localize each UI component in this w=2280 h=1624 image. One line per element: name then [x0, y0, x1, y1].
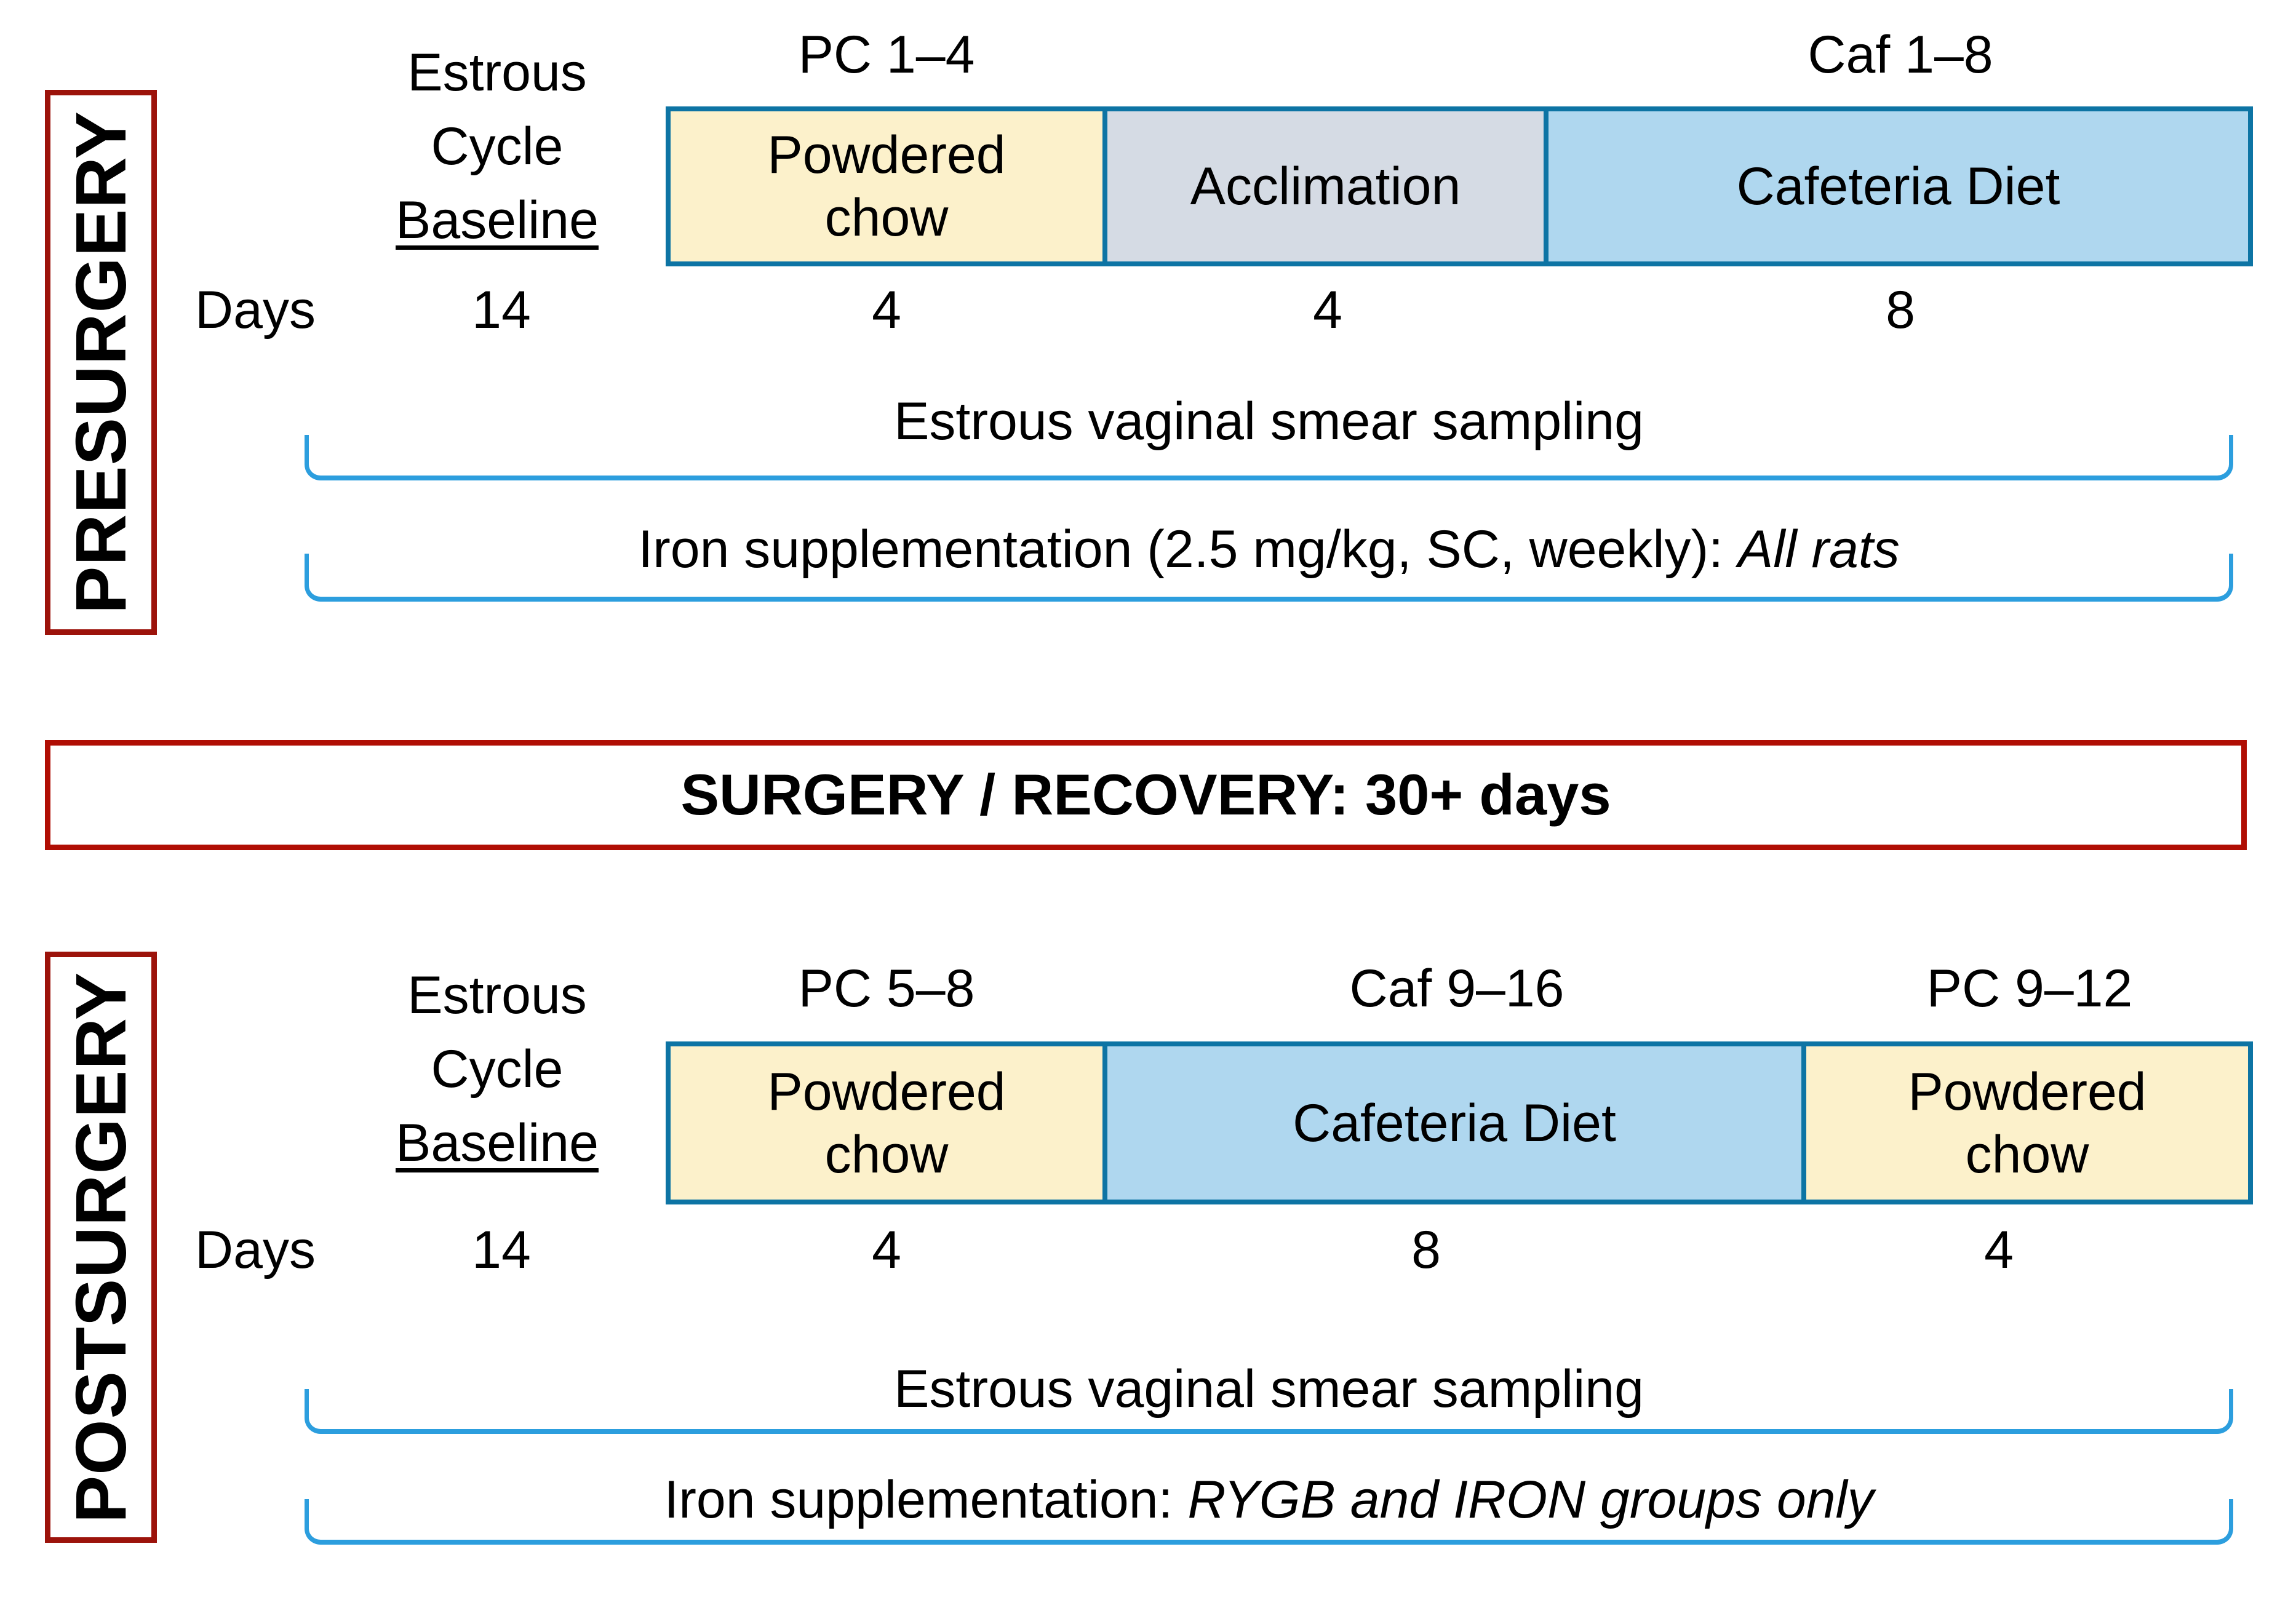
postsurgery-iron-bracket-label: Iron supplementation: RYGB and IRON grou…: [305, 1468, 2233, 1532]
postsurgery-pc2-range-label: PC 9–12: [1926, 959, 2133, 1018]
presurgery-timeline-row: Powdered chow Acclimation Cafeteria Diet: [666, 106, 2253, 266]
postsurgery-cafeteria-diet-box: Cafeteria Diet: [1107, 1041, 1806, 1204]
presurgery-cafeteria-diet-box: Cafeteria Diet: [1549, 106, 2253, 266]
presurgery-smear-bracket-label: Estrous vaginal smear sampling: [894, 392, 1644, 451]
postsurgery-section-box: POSTSURGERY: [45, 952, 157, 1543]
postsurgery-timeline-row: Powdered chow Cafeteria Diet Powdered ch…: [666, 1041, 2253, 1204]
postsurgery-powdered-chow-box-2: Powdered chow: [1806, 1041, 2253, 1204]
postsurgery-iron-bracket: [305, 1499, 2233, 1545]
baseline-line-2: Cycle: [431, 1040, 564, 1099]
presurgery-pc-range-label: PC 1–4: [798, 25, 975, 84]
iron-label-normal: Iron supplementation (2.5 mg/kg, SC, wee…: [638, 520, 1738, 579]
presurgery-smear-bracket: [305, 435, 2233, 480]
presurgery-iron-bracket: [305, 554, 2233, 602]
presurgery-acclimation-box: Acclimation: [1107, 106, 1549, 266]
cafeteria-diet-label: Cafeteria Diet: [1293, 1093, 1616, 1153]
postsurgery-pc1-range-label: PC 5–8: [798, 959, 975, 1018]
baseline-line-3: Baseline: [396, 191, 599, 250]
postsurgery-caf-range-label: Caf 9–16: [1349, 959, 1565, 1018]
postsurgery-section-label: POSTSURGERY: [61, 971, 141, 1523]
powdered-chow-label: Powdered chow: [1908, 1062, 2146, 1184]
baseline-line-3: Baseline: [396, 1113, 599, 1172]
presurgery-section-box: PRESURGERY: [45, 90, 157, 635]
postsurgery-cafeteria-days: 8: [1411, 1220, 1441, 1280]
presurgery-estrous-baseline-label: Estrous Cycle Baseline: [337, 36, 657, 257]
presurgery-caf-range-label: Caf 1–8: [1808, 25, 1993, 84]
postsurgery-baseline-days: 14: [472, 1220, 531, 1280]
postsurgery-estrous-baseline-label: Estrous Cycle Baseline: [337, 958, 657, 1180]
cafeteria-diet-label: Cafeteria Diet: [1736, 157, 2060, 216]
presurgery-powdered-chow-days: 4: [872, 281, 901, 340]
acclimation-label: Acclimation: [1190, 157, 1461, 216]
presurgery-section-label: PRESURGERY: [61, 111, 141, 614]
postsurgery-powdered-chow-2-days: 4: [1984, 1220, 2014, 1280]
baseline-line-2: Cycle: [431, 117, 564, 176]
presurgery-baseline-days: 14: [472, 281, 531, 340]
postsurgery-smear-bracket: [305, 1389, 2233, 1434]
presurgery-powdered-chow-box: Powdered chow: [666, 106, 1107, 266]
postsurgery-smear-bracket-label: Estrous vaginal smear sampling: [894, 1359, 1644, 1419]
postsurgery-powdered-chow-1-days: 4: [872, 1220, 901, 1280]
iron-label-normal: Iron supplementation:: [664, 1470, 1188, 1529]
iron-label-italic: All rats: [1737, 520, 1900, 579]
baseline-line-1: Estrous: [407, 43, 587, 102]
powdered-chow-label: Powdered chow: [767, 1062, 1006, 1184]
powdered-chow-label: Powdered chow: [767, 125, 1006, 247]
presurgery-cafeteria-days: 8: [1886, 281, 1915, 340]
iron-label-italic: RYGB and IRON groups only: [1187, 1470, 1874, 1529]
postsurgery-days-label: Days: [195, 1220, 316, 1280]
presurgery-iron-bracket-label: Iron supplementation (2.5 mg/kg, SC, wee…: [305, 517, 2233, 582]
presurgery-days-label: Days: [195, 281, 316, 340]
presurgery-acclimation-days: 4: [1313, 281, 1342, 340]
surgery-recovery-banner: SURGERY / RECOVERY: 30+ days: [45, 740, 2247, 850]
postsurgery-powdered-chow-box-1: Powdered chow: [666, 1041, 1107, 1204]
baseline-line-1: Estrous: [407, 966, 587, 1025]
